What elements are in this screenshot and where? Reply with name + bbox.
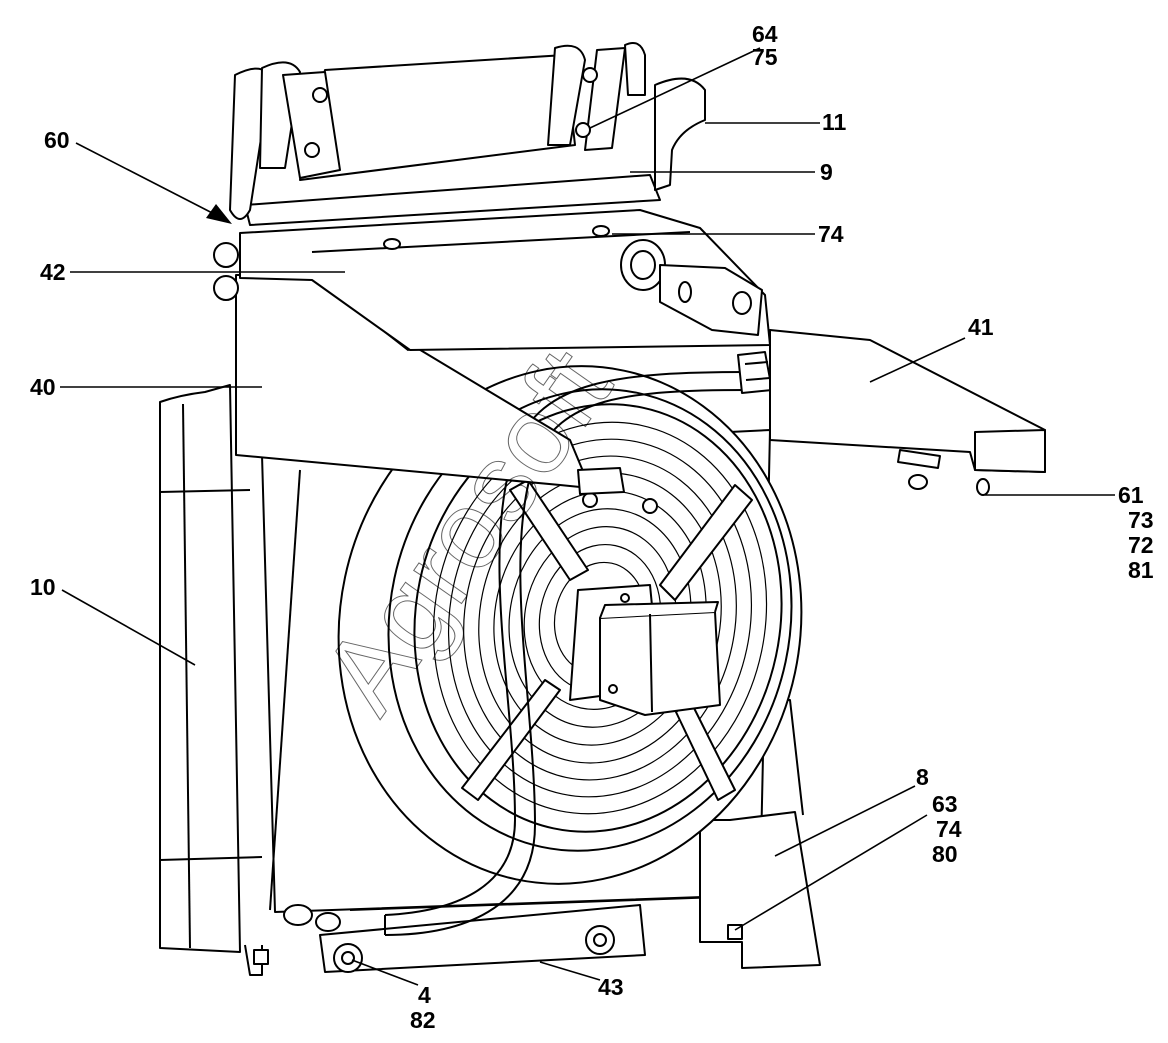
callout-9: 9 [820, 159, 833, 185]
small-fasteners [253, 467, 743, 965]
callout-64: 64 [752, 21, 778, 47]
fan-motor [569, 584, 721, 716]
callout-80: 80 [932, 841, 958, 867]
callout-4: 4 [418, 982, 431, 1008]
callout-72: 72 [1128, 532, 1154, 558]
callout-75: 75 [752, 44, 778, 70]
callout-10: 10 [30, 574, 56, 600]
callout-73: 73 [1128, 507, 1154, 533]
mounting-block [620, 239, 763, 336]
coolant-hose [384, 371, 749, 936]
callout-42: 42 [40, 259, 66, 285]
upper-guard-frame [229, 42, 706, 226]
callout-60: 60 [44, 127, 70, 153]
hose-fitting [737, 351, 773, 394]
callout-11: 11 [822, 109, 847, 135]
callout-41: 41 [968, 314, 994, 340]
callout-8: 8 [916, 764, 929, 790]
callout-74-top: 74 [818, 221, 844, 247]
left-side-plate [159, 384, 263, 976]
callout-60-arrowhead [206, 204, 232, 224]
callout-81: 81 [1128, 557, 1154, 583]
callout-40: 40 [30, 374, 56, 400]
callout-labels: 60 64 75 11 9 74 42 41 40 61 73 72 81 10… [30, 21, 1154, 1033]
bottom-bracket [283, 904, 646, 973]
callout-63: 63 [932, 791, 958, 817]
leader-lines [60, 47, 1115, 986]
callout-82: 82 [410, 1007, 436, 1033]
callout-43: 43 [598, 974, 624, 1000]
right-wing-panel [769, 329, 1046, 496]
callout-74-bottom: 74 [936, 816, 962, 842]
callout-61: 61 [1118, 482, 1144, 508]
